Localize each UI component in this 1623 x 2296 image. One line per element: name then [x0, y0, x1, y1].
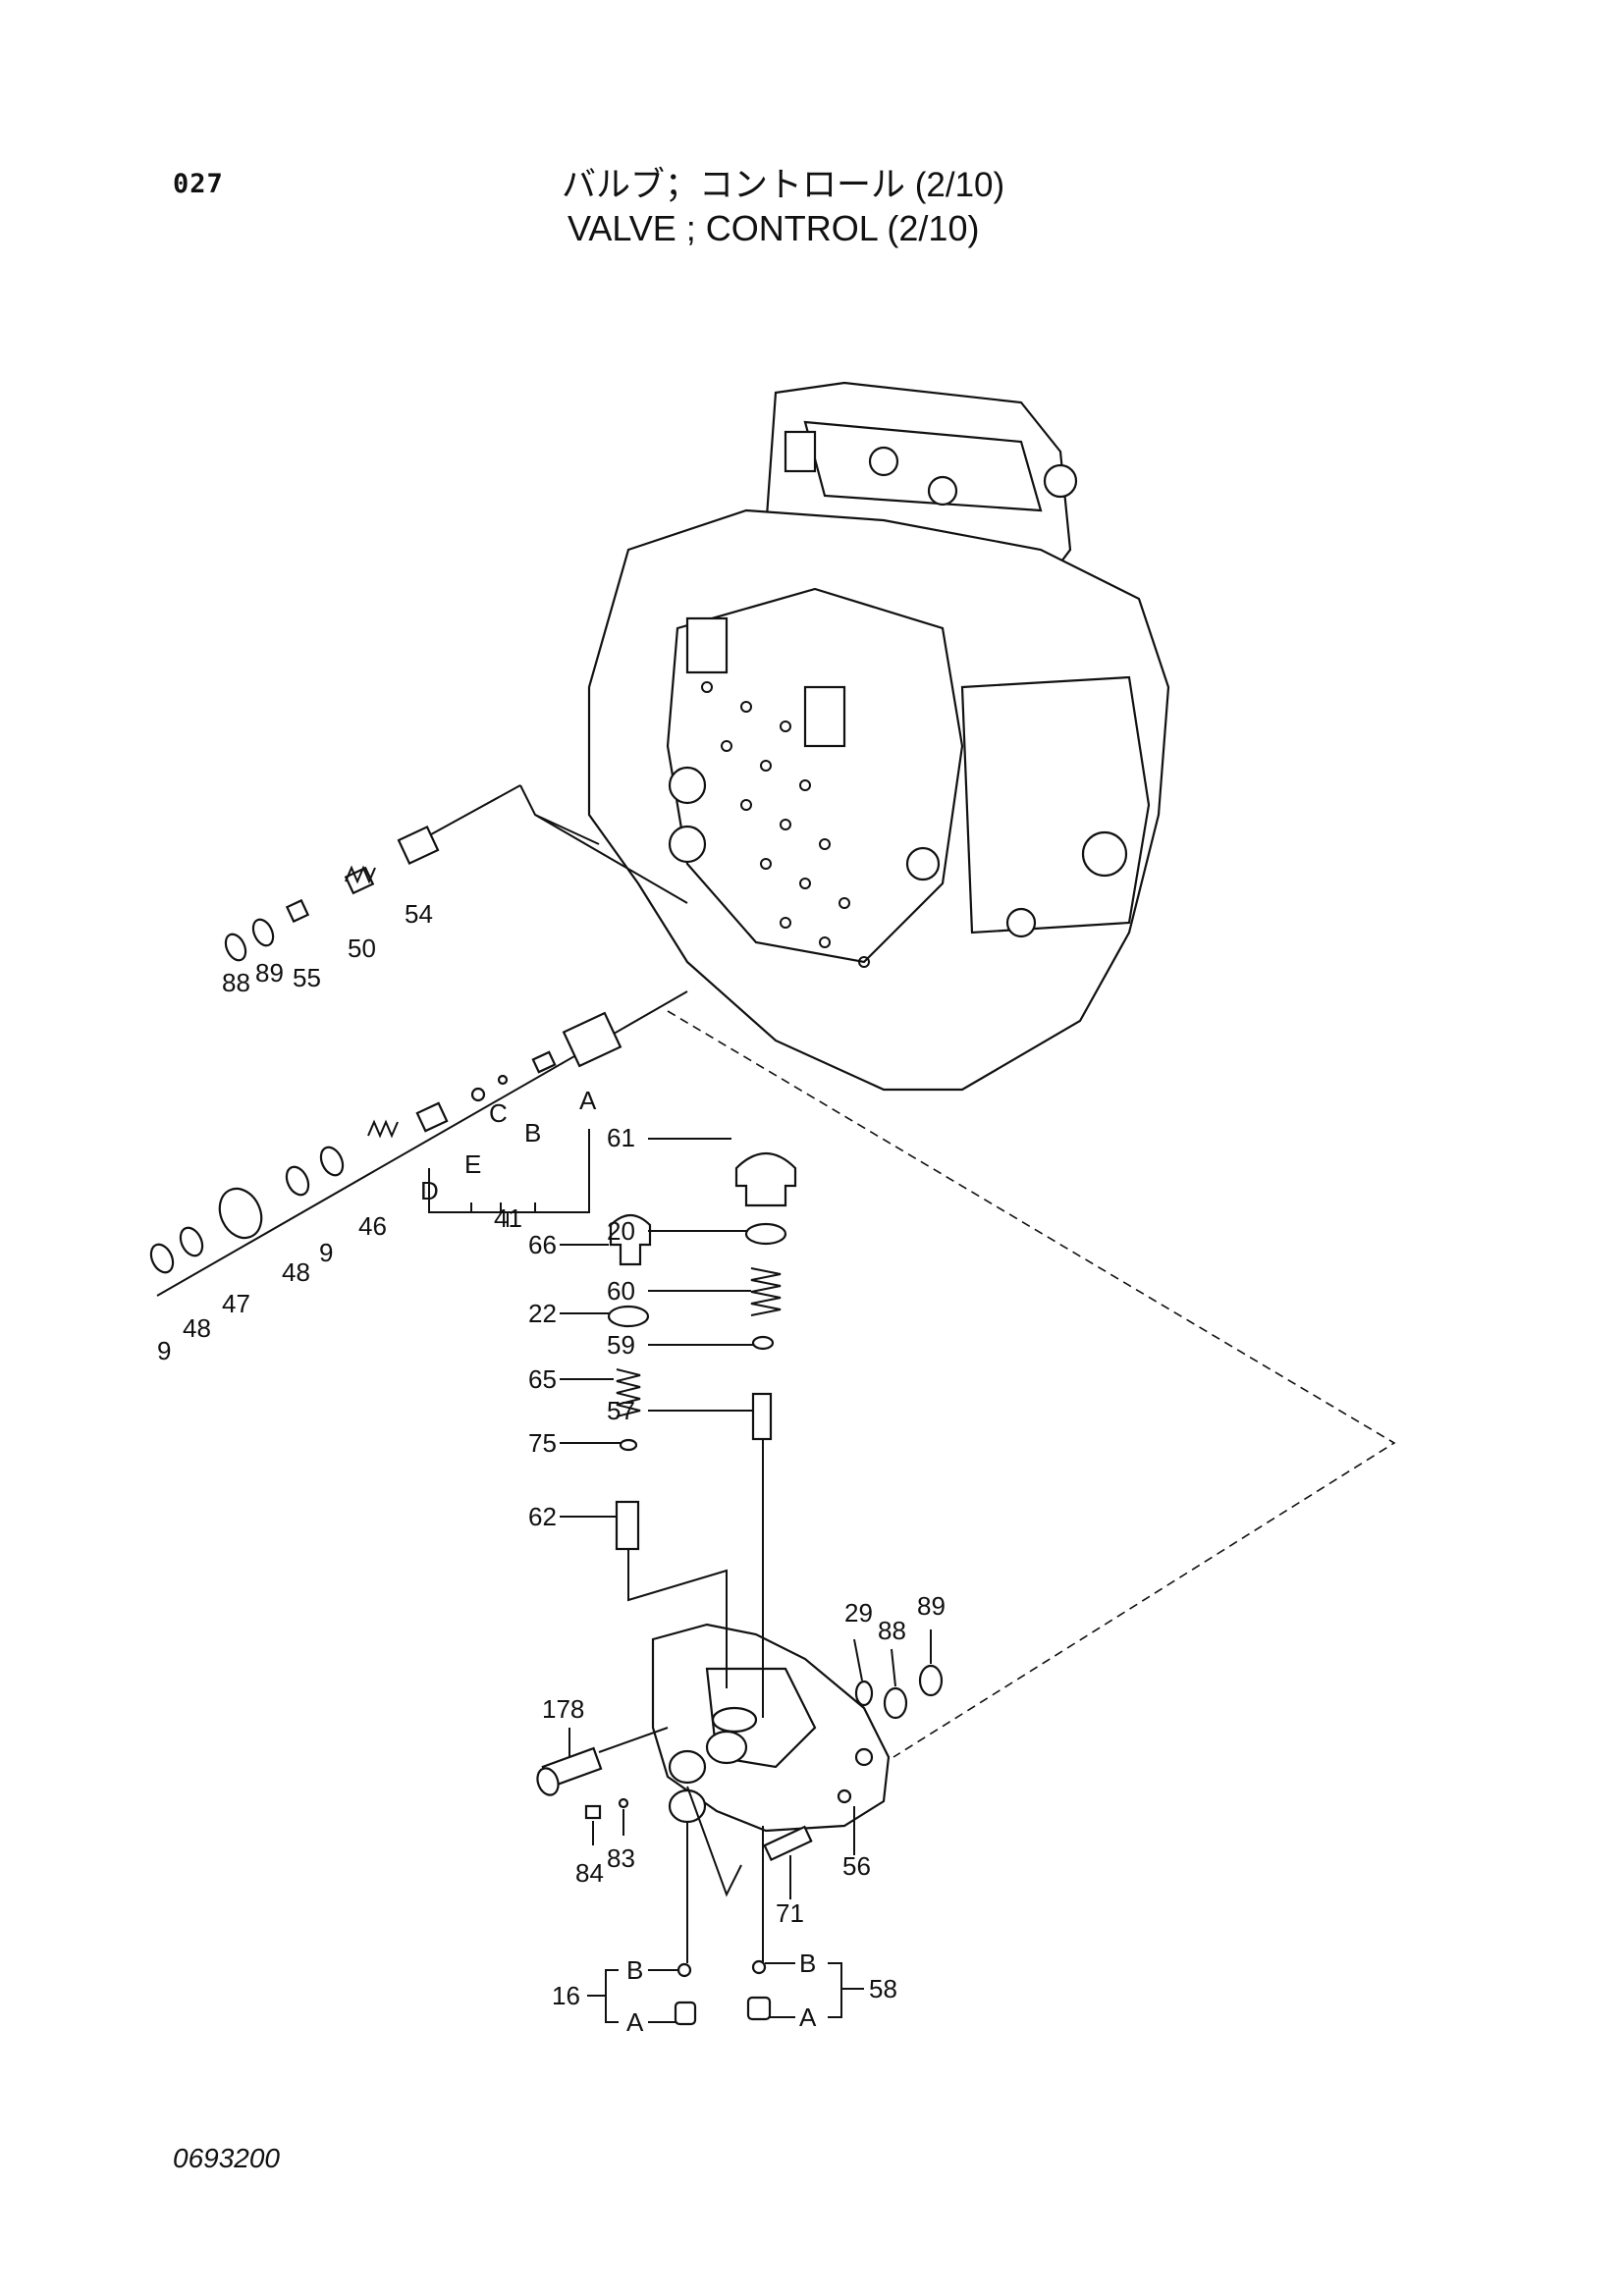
callout-E: E	[464, 1149, 481, 1179]
callout-61: 61	[607, 1123, 635, 1152]
callout-58-B: B	[799, 1949, 816, 1978]
title-english: VALVE ; CONTROL (2/10)	[568, 208, 980, 248]
middle-exploded-group	[149, 990, 688, 1297]
callout-22: 22	[528, 1299, 557, 1328]
callout-47: 47	[222, 1289, 250, 1318]
face-bolt-holes	[701, 681, 870, 968]
callout-59: 59	[607, 1330, 635, 1360]
callout-9-lower: 9	[157, 1336, 171, 1365]
callout-48-lower: 48	[183, 1313, 211, 1343]
callout-labels: 88 89 55 50 54 A B C E D 41 46 9 48 47 9…	[157, 899, 946, 2037]
callout-66: 66	[528, 1230, 557, 1259]
control-valve-body	[587, 381, 1170, 1092]
callout-178: 178	[542, 1694, 584, 1724]
callout-75: 75	[528, 1428, 557, 1458]
callout-16-B: B	[626, 1955, 643, 1985]
title-japanese: バルブ；コントロール (2/10)	[562, 166, 1005, 204]
callout-20: 20	[607, 1216, 635, 1246]
callout-9: 9	[319, 1238, 333, 1267]
callout-29: 29	[844, 1598, 873, 1628]
callout-84: 84	[575, 1858, 604, 1888]
callout-54: 54	[405, 899, 433, 929]
callout-83: 83	[607, 1843, 635, 1873]
sub-valve-body	[536, 1010, 1396, 2026]
callout-71: 71	[776, 1898, 804, 1928]
callout-55: 55	[293, 963, 321, 992]
callout-89-right: 89	[917, 1591, 946, 1621]
callout-62: 62	[528, 1502, 557, 1531]
callout-16: 16	[552, 1981, 580, 2010]
callout-50: 50	[348, 934, 376, 963]
callout-89: 89	[255, 958, 284, 988]
callout-B: B	[524, 1118, 541, 1148]
callout-41: 41	[494, 1203, 522, 1233]
callout-65: 65	[528, 1364, 557, 1394]
callout-60: 60	[607, 1276, 635, 1306]
callout-88-right: 88	[878, 1616, 906, 1645]
callout-58: 58	[869, 1974, 897, 2003]
callout-57: 57	[607, 1396, 635, 1425]
drawing-code: 0693200	[173, 2143, 281, 2173]
callout-C: C	[489, 1098, 508, 1128]
page-number: 027	[173, 169, 224, 199]
callout-88: 88	[222, 968, 250, 997]
callout-48: 48	[282, 1257, 310, 1287]
callout-46: 46	[358, 1211, 387, 1241]
callout-D: D	[420, 1176, 439, 1205]
callout-58-A: A	[799, 2002, 817, 2032]
leader-lines	[560, 1138, 932, 1899]
callout-A: A	[579, 1086, 597, 1115]
callout-56: 56	[842, 1851, 871, 1881]
callout-16-A: A	[626, 2007, 644, 2037]
upper-exploded-group	[224, 784, 688, 962]
